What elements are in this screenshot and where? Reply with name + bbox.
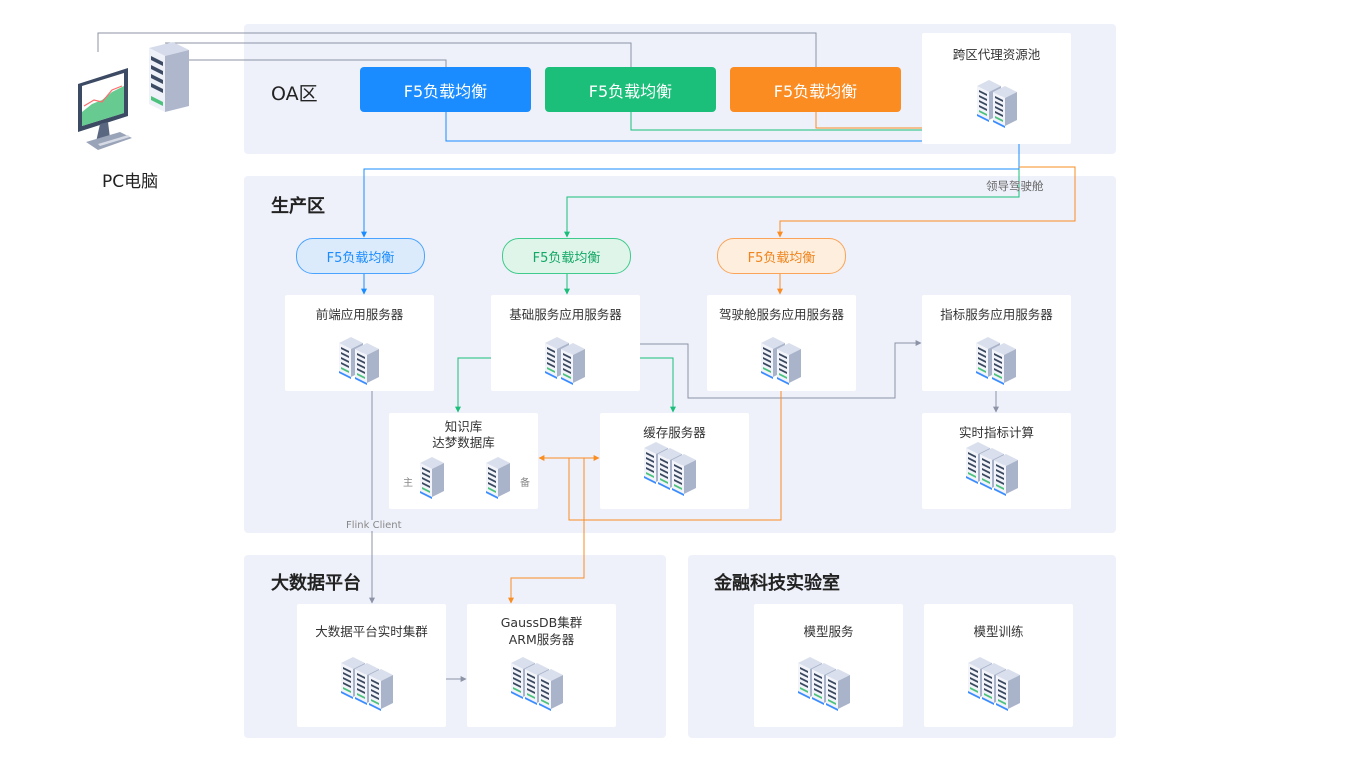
- f5-blue-to-proxy-line: [445, 112, 922, 142]
- base-to-cache-line: [640, 357, 676, 413]
- model-training-server-icon: [966, 655, 1028, 717]
- indicator-server-icon: [974, 335, 1020, 389]
- bigdata-zone-title: 大数据平台: [271, 573, 361, 594]
- base-to-knowledge-line: [455, 357, 491, 413]
- dameng-label: 达梦数据库: [432, 435, 495, 450]
- realtime-cluster-server-icon: [339, 655, 401, 717]
- proxy-to-pill-orange-line: [777, 166, 1076, 238]
- backup-db-server-icon: [484, 455, 514, 503]
- base-server-icon: [543, 335, 589, 389]
- oa-f5-button-blue[interactable]: F5负载均衡: [360, 67, 531, 112]
- pc-to-proxy-line: [97, 32, 817, 67]
- proxy-to-pill-blue-line: [361, 144, 1020, 238]
- primary-db-server-icon: [418, 455, 448, 503]
- cockpit-server-label: 驾驶舱服务应用服务器: [718, 307, 844, 322]
- gaussdb-server-icon: [509, 655, 571, 717]
- f5-green-to-proxy-line: [630, 112, 922, 131]
- production-zone-title: 生产区: [271, 196, 325, 217]
- oa-f5-button-blue-label: F5负载均衡: [403, 81, 488, 101]
- cache-to-gauss-line: [508, 458, 585, 604]
- base-server-label: 基础服务应用服务器: [509, 307, 622, 322]
- cache-server-label: 缓存服务器: [643, 425, 706, 440]
- oa-f5-button-green[interactable]: F5负载均衡: [545, 67, 716, 112]
- primary-label: 主: [403, 478, 413, 489]
- knowledge-label: 知识库: [444, 419, 483, 434]
- pc-to-f5-blue-line: [178, 59, 447, 67]
- backup-label: 备: [520, 478, 530, 489]
- proxy-to-pill-green-line: [564, 169, 1020, 238]
- cockpit-server-icon: [759, 335, 805, 389]
- realtime-indicator-label: 实时指标计算: [958, 425, 1034, 440]
- model-service-label: 模型服务: [803, 624, 854, 639]
- realtime-indicator-server-icon: [964, 440, 1026, 502]
- gaussdb-label-1: GaussDB集群: [500, 615, 583, 630]
- model-training-label: 模型训练: [973, 624, 1024, 639]
- cockpit-to-knowledge-line: [538, 391, 782, 521]
- oa-f5-button-orange[interactable]: F5负载均衡: [730, 67, 901, 112]
- realtime-cluster-label: 大数据平台实时集群: [315, 624, 428, 639]
- prod-f5-pill-green[interactable]: F5负载均衡: [502, 238, 631, 274]
- prod-f5-pill-orange-label: F5负载均衡: [747, 250, 816, 266]
- gaussdb-label-2: ARM服务器: [508, 632, 575, 647]
- oa-zone-title: OA区: [271, 83, 318, 105]
- oa-f5-button-orange-label: F5负载均衡: [773, 81, 858, 101]
- flink-client-label: Flink Client: [346, 520, 402, 531]
- frontend-server-icon: [337, 335, 383, 389]
- prod-f5-pill-orange[interactable]: F5负载均衡: [717, 238, 846, 274]
- model-service-server-icon: [796, 655, 858, 717]
- tower-server-icon: [149, 42, 189, 112]
- pc-to-f5-green-line: [165, 42, 632, 67]
- realtime-indicator-card[interactable]: 实时指标计算: [922, 413, 1071, 509]
- prod-f5-pill-blue[interactable]: F5负载均衡: [296, 238, 425, 274]
- prod-f5-pill-green-label: F5负载均衡: [532, 250, 601, 266]
- knowledge-db-card[interactable]: 知识库 达梦数据库 主 备: [389, 413, 538, 509]
- oa-f5-button-green-label: F5负载均衡: [588, 81, 673, 101]
- indicator-server-label: 指标服务应用服务器: [940, 307, 1053, 322]
- prod-f5-pill-blue-label: F5负载均衡: [326, 250, 395, 266]
- frontend-server-label: 前端应用服务器: [315, 307, 404, 322]
- cockpit-route-label: 领导驾驶舱: [986, 179, 1044, 193]
- pc-monitor-icon: [78, 68, 132, 150]
- base-to-indicator-line: [640, 340, 922, 399]
- proxy-pool-server-icon: [975, 78, 1021, 128]
- fintech-zone-title: 金融科技实验室: [714, 573, 840, 594]
- proxy-pool-label: 跨区代理资源池: [952, 47, 1041, 62]
- f5-orange-to-proxy-line: [815, 112, 922, 129]
- cache-server-icon: [642, 440, 704, 502]
- pc-label: PC电脑: [102, 172, 159, 192]
